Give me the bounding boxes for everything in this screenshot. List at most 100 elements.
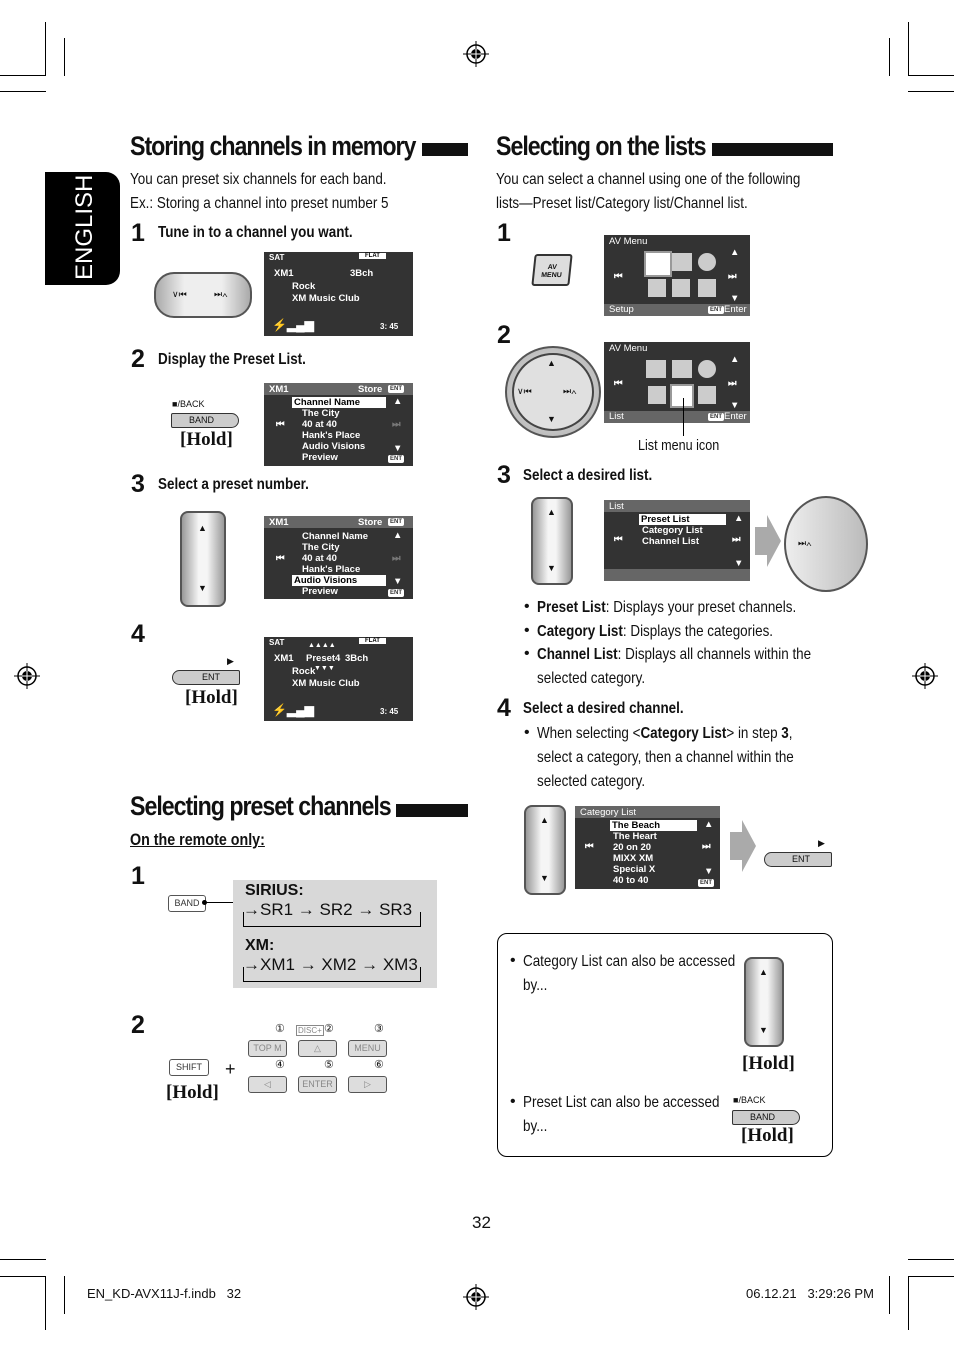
down-icon: ▼ [759,1025,768,1035]
step-number: 4 [131,620,145,648]
list-icon[interactable] [670,384,694,408]
setup-icon[interactable] [646,360,666,378]
lcd-line2: XM Music Club [292,678,360,689]
bluetooth-icon[interactable] [698,279,716,297]
preset-item: Hank's Place [302,430,361,441]
source-icon[interactable] [648,386,666,404]
updown-knob[interactable]: ▲ ▼ [531,497,573,585]
category-item[interactable]: MIXX XM [613,853,654,864]
band-button[interactable]: BAND [171,413,239,428]
picture-icon[interactable] [672,253,692,271]
lcd-preset: Preset4 [306,653,341,664]
bullet-dot: • [524,645,530,662]
seek-forward-icon: ⏭∧ [798,538,812,548]
lcd-channel: XM1 [274,653,294,664]
updown-knob[interactable]: ▲ ▼ [744,957,784,1047]
list-icon[interactable] [672,279,690,297]
category-item-selected[interactable]: The Beach [610,820,697,831]
list-item[interactable]: Category List [642,525,703,536]
up-button[interactable]: △ [298,1040,337,1057]
enter-button[interactable]: ENTER [298,1076,337,1093]
ent-button[interactable]: ENT [172,670,240,685]
bullet-dot: • [524,622,530,639]
title-bar [422,143,468,156]
lcd-clock: 3: 45 [380,322,399,331]
skip-back-icon: ⏮ [614,534,623,545]
band-button[interactable]: BAND [732,1110,800,1125]
top-m-button[interactable]: TOP M [248,1040,287,1057]
step-number: 4 [497,694,511,722]
signal-icon: ⚡▂▄▆ [272,318,314,332]
lcd-store: Store [358,384,383,395]
ent-button-label: ENT [792,854,810,864]
down-arrow-icon: ▼ [704,866,714,877]
menu-label: MENU [540,272,563,279]
step-number: 1 [131,219,145,247]
registration-mark-icon [14,663,40,689]
arrow-right-icon [755,515,781,567]
skip-back-icon: ⏮ [614,378,623,389]
step4-note: selected category. [537,773,646,790]
category-item[interactable]: The Heart [613,831,657,842]
updown-knob[interactable]: ▲ ▼ [524,805,566,895]
bullet-dot: • [510,1093,516,1110]
lcd-title: Category List [580,807,636,818]
list-icon-caption: List menu icon [638,437,720,454]
preset-item: The City [302,542,340,553]
step-label: Display the Preset List. [158,351,306,368]
step-number: 3 [131,470,145,498]
disc-plus-label: DISC+ [296,1025,324,1036]
band-xm1: XM1 [260,955,295,974]
lcd-line1: Rock [292,666,316,677]
source-icon[interactable] [648,279,666,297]
num-6: ⑥ [374,1059,384,1071]
right-button[interactable]: ▷ [348,1076,387,1093]
footer-file: EN_KD-AVX11J-f.indb 32 [87,1286,242,1301]
note-category: Category List can also be accessed [523,953,736,970]
category-item[interactable]: 20 on 20 [613,842,652,853]
preset-list-lcd: XM1 Store ENT Channel Name The City 40 a… [264,383,413,466]
callout-line [683,398,684,436]
sirius-label: SIRIUS: [245,882,304,899]
menu-button[interactable]: MENU [348,1040,387,1057]
seek-knob[interactable]: ∨⏮ ⏭∧ [154,272,252,318]
picture-icon[interactable] [672,360,692,378]
band-xm3: XM3 [382,955,418,974]
lcd-line1: Rock [292,281,316,292]
language-tab-label: ENGLISH [71,174,98,280]
category-item[interactable]: 40 to 40 [613,875,649,886]
back-text: /BACK [177,399,205,409]
disc-icon[interactable] [698,253,716,271]
step-label: Select a preset number. [158,476,309,493]
lcd-mode: FLAT [359,253,386,259]
section-title-preset: Selecting preset channels [130,791,392,821]
bluetooth-icon[interactable] [698,386,716,404]
control-dial[interactable]: ▲ ∨⏮ ⏭∧ ▼ [505,346,601,438]
setup-icon[interactable] [644,251,672,277]
down-arrow-icon: ▼ [730,293,740,304]
category-item[interactable]: Special X [613,864,656,875]
left-button[interactable]: ◁ [248,1076,287,1093]
lcd-band: SAT [269,638,285,647]
disc-icon[interactable] [698,360,716,378]
step4-note: select a category, then a channel within… [537,749,794,766]
ent-button[interactable]: ENT [764,852,832,867]
back-label: ■/BACK [733,1095,766,1105]
shift-button[interactable]: SHIFT [169,1059,209,1076]
step-number: 2 [497,321,511,349]
section-title-lists: Selecting on the lists [496,131,707,161]
remote-band-button[interactable]: BAND [168,895,206,912]
skip-forward-icon: ⏭ [702,841,711,852]
band-sr2: SR2 [319,900,353,919]
footer-setup: Setup [609,304,634,315]
updown-knob[interactable]: ▲ ▼ [180,511,226,607]
lcd-header [575,806,720,818]
list-item[interactable]: Channel List [642,536,700,547]
bullet-continuation: selected category. [537,670,646,687]
av-label: AV [547,264,558,271]
list-item-selected[interactable]: Preset List [639,514,726,525]
step-label: Select a desired channel. [523,700,684,717]
seek-knob-partial[interactable]: ⏭∧ [784,496,868,592]
av-menu-button[interactable]: AV MENU [531,254,573,286]
ent-badge: ENT [708,306,724,314]
